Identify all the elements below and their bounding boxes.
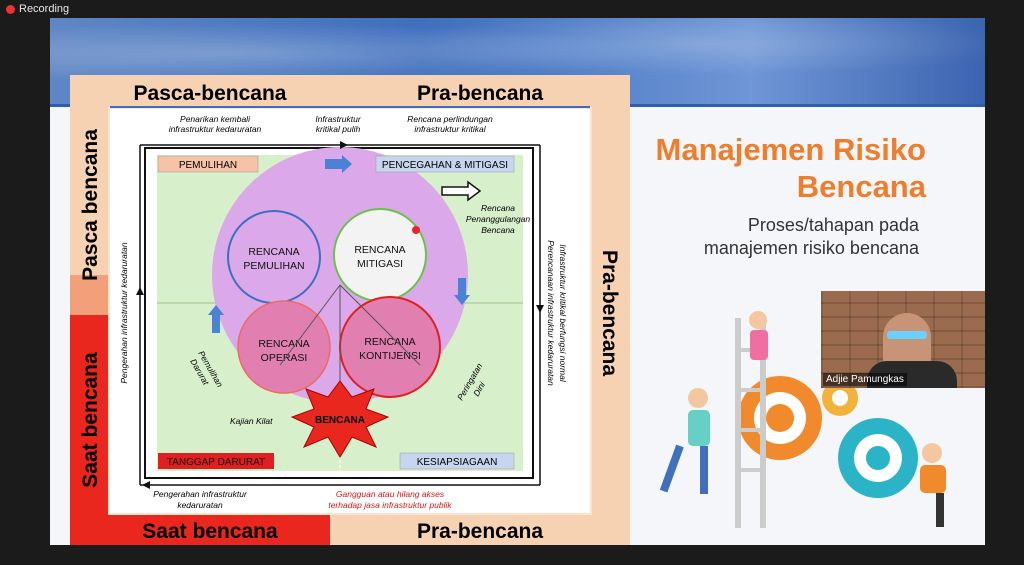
gears-teamwork-illustration xyxy=(659,311,946,528)
text-box-pemulihan: PEMULIHAN xyxy=(179,160,237,171)
note-right-vertical-2: Infrastruktur kritikal berfungsi normal xyxy=(558,244,568,383)
box-kesiapsiagaan xyxy=(399,452,515,470)
slide-title-line1: Manajemen Risiko xyxy=(655,132,926,167)
label-pra-top: Pra-bencana xyxy=(417,82,543,105)
slide-title-line2: Bencana xyxy=(796,169,926,204)
text-mitigasi: MITIGASI xyxy=(357,258,403,270)
label-pasca-top: Pasca-bencana xyxy=(134,82,287,105)
disaster-cycle-diagram: Pasca-bencana Pra-bencana Saat bencana P… xyxy=(70,75,630,545)
note-infra-pulih-2: kritikal pulih xyxy=(316,124,361,134)
participant-avatar xyxy=(883,313,931,369)
text-rencana-b: RENCANA xyxy=(354,244,405,256)
box-tanggap-darurat xyxy=(158,453,274,469)
note-rpb-3: Bencana xyxy=(481,225,515,235)
note-pengerahan-2: kedaruratan xyxy=(177,500,223,510)
cursor-dot xyxy=(412,226,420,234)
note-rpb-2: Penanggulangan xyxy=(466,214,531,224)
note-pengerahan-1: Pengerahan infrastruktur xyxy=(153,489,248,499)
participant-video-tile[interactable]: Adjie Pamungkas xyxy=(821,291,985,388)
slide-subtitle-line2: manajemen risiko bencana xyxy=(703,238,919,258)
note-penarikan-1: Penarikan kembali xyxy=(180,114,251,124)
arrow-up-blue-icon xyxy=(208,305,224,333)
text-rencana-c: RENCANA xyxy=(258,338,309,350)
note-right-vertical-1: Perencanaan infrastruktur kedaruratan xyxy=(546,240,556,386)
ladder-icon xyxy=(735,318,741,528)
label-pasca-left: Pasca bencana xyxy=(79,129,102,281)
participant-name: Adjie Pamungkas xyxy=(823,373,907,386)
arrow-outline-icon xyxy=(441,180,482,202)
note-kajian-kilat: Kajian Kilat xyxy=(230,416,273,426)
recording-label: Recording xyxy=(19,3,70,15)
person-ladder-icon xyxy=(749,311,768,360)
note-rpb-1: Rencana xyxy=(481,203,515,213)
arrow-right-blue-icon xyxy=(325,155,352,173)
slide-subtitle: Proses/tahapan pada manajemen risiko ben… xyxy=(619,214,919,260)
note-perlindungan-2: infrastruktur kritikal xyxy=(414,124,486,134)
text-bencana: BENCANA xyxy=(315,415,365,426)
gear-teal-icon xyxy=(838,418,918,498)
label-pra-bottom: Pra-bencana xyxy=(417,520,543,543)
slide-subtitle-line1: Proses/tahapan pada xyxy=(747,215,919,235)
note-gangguan-2: terhadap jasa infrastruktur publik xyxy=(328,500,452,510)
person-left-icon xyxy=(659,388,710,494)
text-rencana-d: RENCANA xyxy=(364,336,415,348)
gear-orange-icon xyxy=(738,376,822,460)
arrow-down-blue-icon xyxy=(454,278,470,305)
label-pra-right: Pra-bencana xyxy=(598,250,621,376)
text-box-pencegahan: PENCEGAHAN & MITIGASI xyxy=(382,160,508,171)
slide-title: Manajemen Risiko Bencana xyxy=(656,131,926,205)
record-icon xyxy=(6,4,15,14)
person-right-icon xyxy=(920,443,946,527)
gear-small-icon xyxy=(822,380,858,416)
label-saat-left: Saat bencana xyxy=(79,352,102,488)
note-perlindungan-1: Rencana perlindungan xyxy=(407,114,493,124)
note-penarikan-2: infrastruktur kedaruratan xyxy=(169,124,262,134)
presentation-slide: Pasca-bencana Pra-bencana Saat bencana P… xyxy=(50,18,985,545)
note-infra-pulih-1: Infrastruktur xyxy=(315,114,362,124)
text-box-tanggap: TANGGAP DARURAT xyxy=(167,457,265,468)
note-gangguan-1: Gangguan atau hilang akses xyxy=(336,489,445,499)
bencana-star xyxy=(290,380,390,458)
text-rencana-a: RENCANA xyxy=(248,246,299,258)
text-box-kesiapsiagaan: KESIAPSIAGAAN xyxy=(417,457,498,468)
recording-indicator: Recording xyxy=(6,2,69,16)
circle-rencana-operasi xyxy=(237,300,331,394)
text-kontijensi: KONTIJENSI xyxy=(359,350,421,362)
note-left-vertical: Pengerahan infrastruktur kedaruratan xyxy=(119,242,129,384)
text-operasi: OPERASI xyxy=(261,352,308,364)
box-pemulihan xyxy=(157,155,259,173)
text-pemulihan: PEMULIHAN xyxy=(243,260,304,272)
box-pencegahan xyxy=(375,155,515,173)
label-saat-bottom: Saat bencana xyxy=(142,520,278,543)
